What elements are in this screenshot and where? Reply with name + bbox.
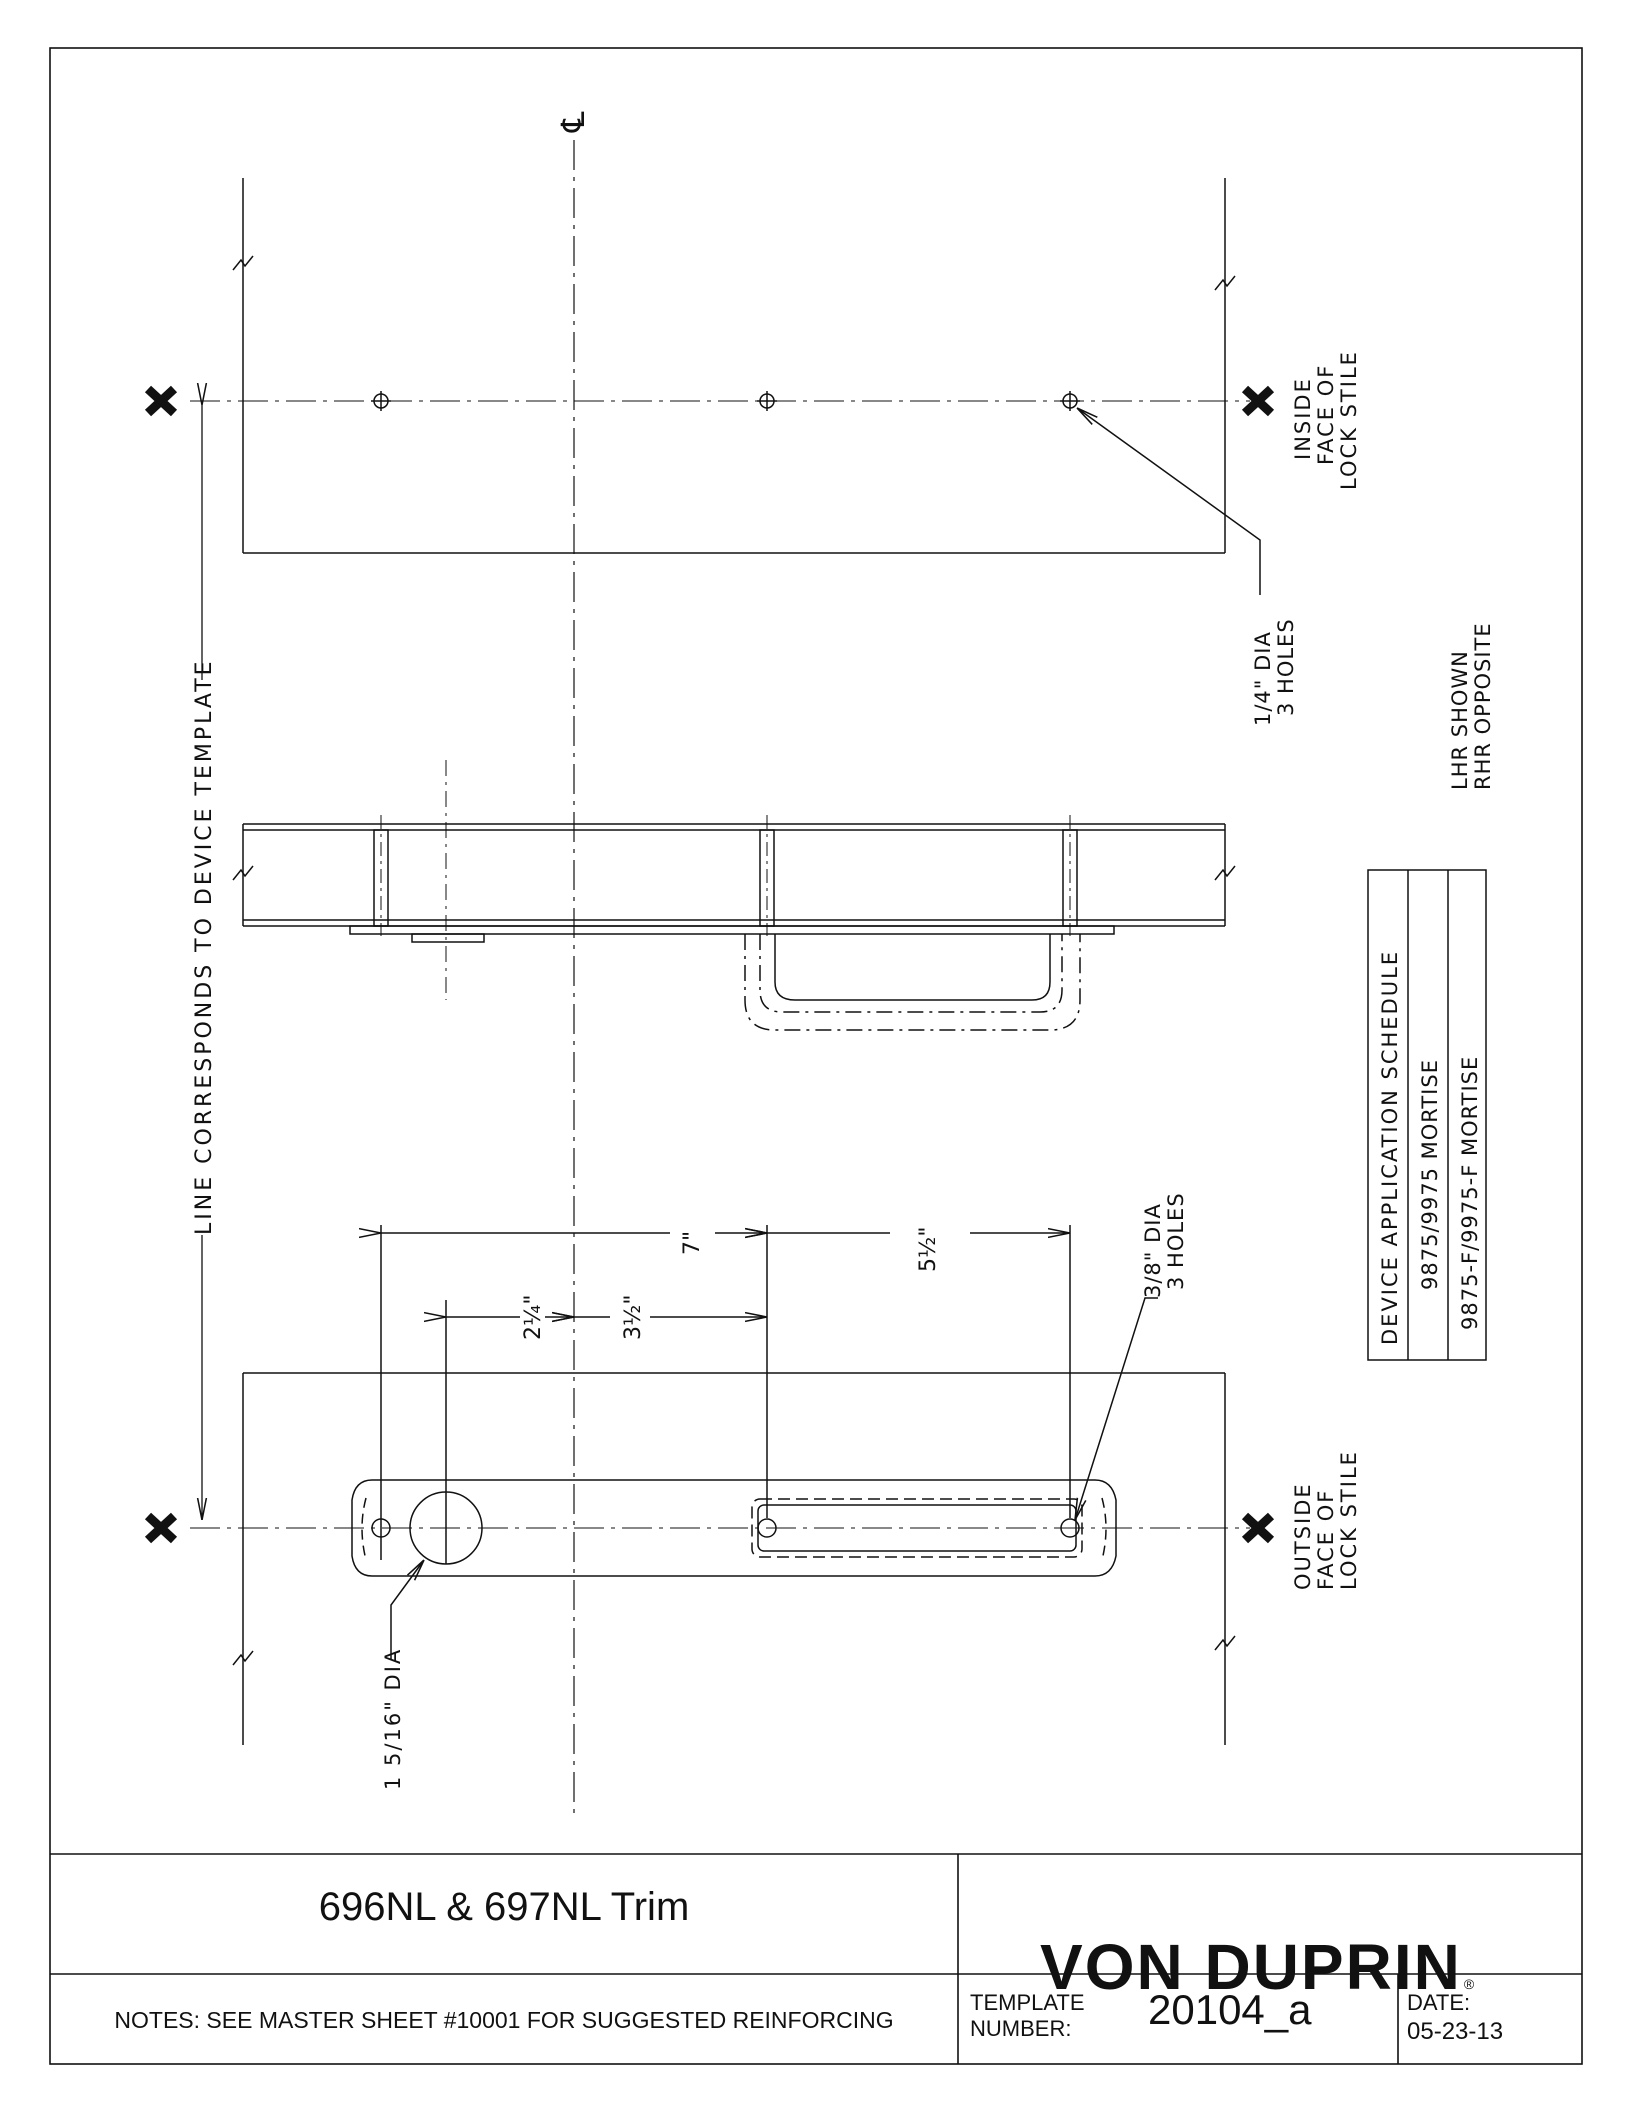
schedule-row-2: 9875-F/9975-F MORTISE: [1458, 1056, 1482, 1330]
svg-text:LHR SHOWN: LHR SHOWN: [1448, 650, 1472, 790]
registered-mark: ®: [1463, 1976, 1477, 1992]
svg-text:RHR OPPOSITE: RHR OPPOSITE: [1471, 622, 1495, 790]
dim-2-quarter: 2¼": [521, 1295, 546, 1340]
schedule-row-1: 9875/9975 MORTISE: [1418, 1059, 1442, 1290]
svg-text:3/8" DIA: 3/8" DIA: [1141, 1203, 1165, 1298]
x-mark-inside-right: [1241, 385, 1275, 417]
title-block-grid: [50, 1853, 1582, 2064]
hole-outside-2: [757, 1518, 777, 1538]
date-value: 05-23-13: [1407, 2018, 1504, 2045]
line-corresponds-label: LINE CORRESPONDS TO DEVICE TEMPLATE: [192, 658, 217, 1235]
x-mark-outside-left: [144, 1512, 178, 1544]
x-mark-inside-left: [144, 385, 178, 417]
lhr-label: LHR SHOWN RHR OPPOSITE: [1448, 622, 1495, 790]
quarter-dia-label: 1/4" DIA 3 HOLES: [1251, 618, 1298, 726]
three-eighths-dia-label: 3/8" DIA 3 HOLES: [1141, 1192, 1188, 1298]
template-number: 20104_a: [1148, 1986, 1312, 2033]
section-view: [232, 760, 1236, 1031]
centerline: ℄: [554, 111, 592, 1820]
sheet-border: [49, 47, 1583, 2065]
dim-3-half: 3½": [621, 1295, 646, 1340]
outside-face-label: OUTSIDE FACE OF LOCK STILE: [1291, 1450, 1361, 1590]
inside-face-label: INSIDE FACE OF LOCK STILE: [1291, 350, 1361, 490]
x-mark-outside-right: [1241, 1512, 1275, 1544]
notes-text: NOTES: SEE MASTER SHEET #10001 FOR SUGGE…: [114, 2007, 894, 2033]
svg-text:INSIDE: INSIDE: [1291, 377, 1315, 460]
svg-text:1/4" DIA: 1/4" DIA: [1251, 631, 1275, 726]
big-dia-label: 1 5/16" DIA: [381, 1648, 405, 1790]
schedule-table: DEVICE APPLICATION SCHEDULE 9875/9975 MO…: [1367, 869, 1487, 1361]
svg-text:FACE OF: FACE OF: [1314, 364, 1338, 465]
schedule-title: DEVICE APPLICATION SCHEDULE: [1378, 950, 1402, 1345]
inside-stile-view: [190, 178, 1261, 595]
brand-name: VON DUPRIN: [1040, 1931, 1462, 2003]
centerline-symbol: ℄: [554, 111, 592, 133]
outside-stile-view: [190, 1225, 1250, 1745]
svg-text:3 HOLES: 3 HOLES: [1274, 618, 1298, 716]
drawing-title: 696NL & 697NL Trim: [318, 1885, 690, 1929]
dim-7: 7": [680, 1231, 705, 1255]
svg-text:LOCK STILE: LOCK STILE: [1337, 350, 1361, 490]
dimension-texts: 7" 5½" 2¼" 3½": [521, 1227, 941, 1340]
brand-logo: VON DUPRIN®: [1040, 1930, 1476, 2004]
x-marks: [144, 385, 1275, 1544]
svg-text:LOCK STILE: LOCK STILE: [1337, 1450, 1361, 1590]
dim-5-half: 5½": [916, 1227, 941, 1272]
svg-text:FACE OF: FACE OF: [1314, 1489, 1338, 1590]
svg-text:OUTSIDE: OUTSIDE: [1291, 1482, 1315, 1590]
svg-text:3 HOLES: 3 HOLES: [1164, 1192, 1188, 1290]
hole-outside-3: [1060, 1518, 1080, 1538]
date-label: DATE:: [1407, 1990, 1471, 2015]
